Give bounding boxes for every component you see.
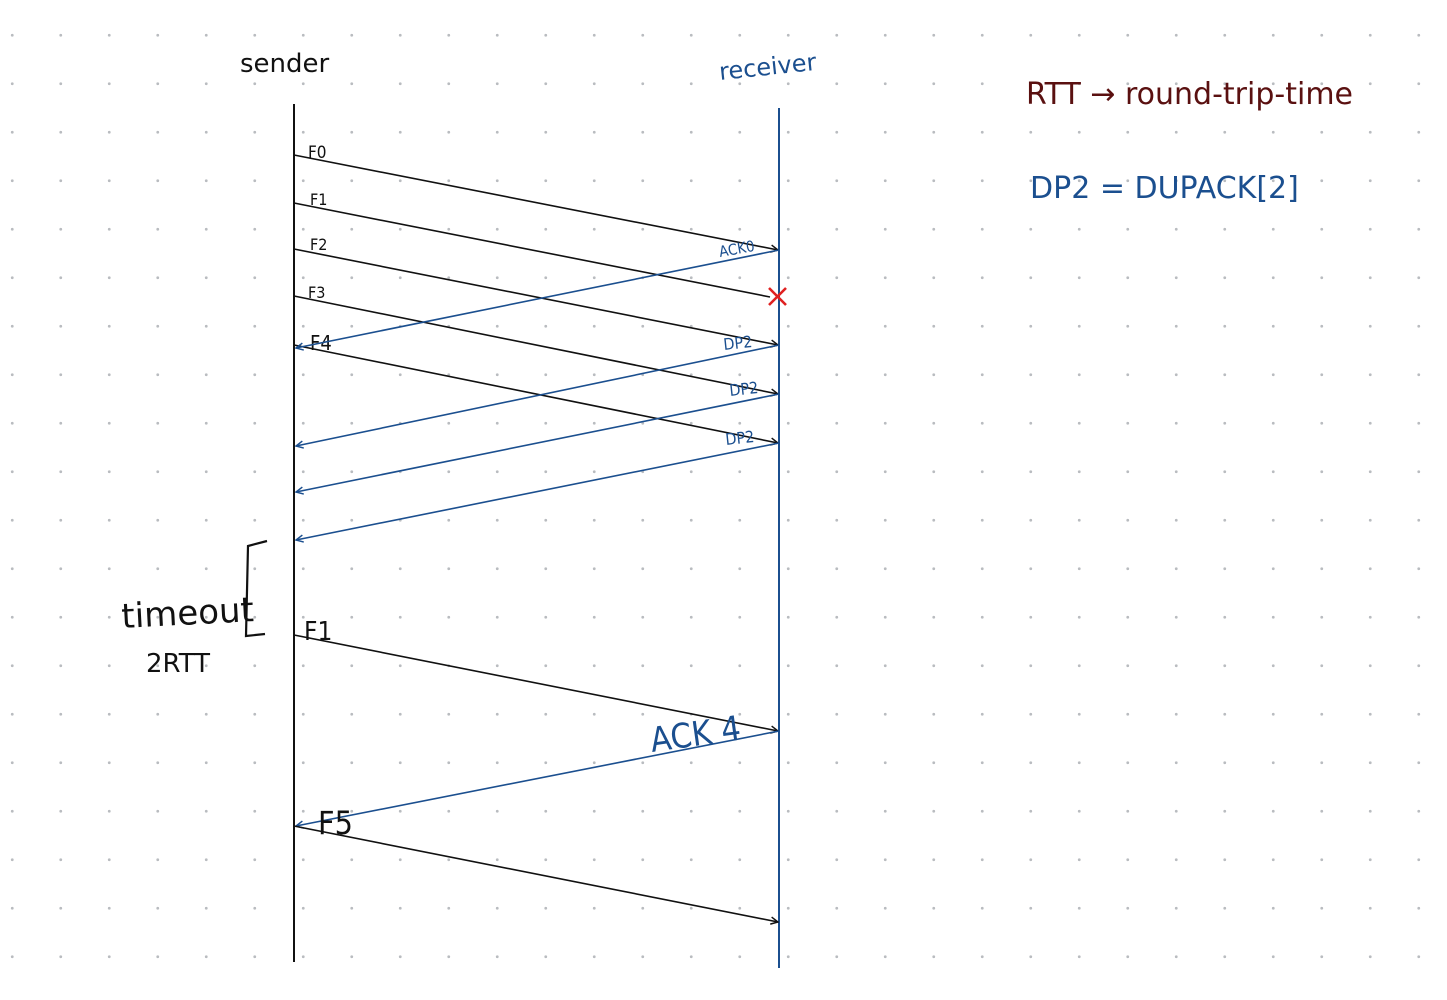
message-ack4	[296, 730, 780, 826]
timeout-bracket	[244, 539, 268, 638]
message-ack0	[296, 249, 780, 348]
message-f1-retransmit	[293, 634, 778, 731]
message-f2	[293, 248, 778, 345]
receiver-label: receiver	[718, 48, 818, 86]
message-f0-label: F0	[308, 143, 327, 163]
timeout-duration-label: 2RTT	[146, 649, 210, 679]
dupack-definition-note: DP2 = DUPACK[2]	[1030, 171, 1299, 206]
rtt-definition-note: RTT → round-trip-time	[1026, 77, 1353, 112]
message-f3-label: F3	[308, 283, 325, 302]
message-f1-retransmit-label: F1	[304, 617, 332, 647]
message-ack0-label: ACK0	[718, 237, 756, 261]
loss-x-icon	[768, 287, 787, 306]
sender-label: sender	[240, 49, 330, 79]
message-dupack-1	[296, 344, 780, 446]
message-dupack-3	[296, 442, 780, 540]
message-dupack-3-label: DP2	[724, 427, 755, 449]
message-f5	[293, 825, 778, 922]
message-dupack-2	[296, 393, 780, 492]
message-f1-lost	[293, 202, 771, 298]
message-dupack-1-label: DP2	[722, 332, 753, 354]
message-f1-label: F1	[310, 190, 327, 209]
timeout-label: timeout	[120, 590, 254, 637]
message-f2-label: F2	[310, 235, 327, 254]
message-f5-label: F5	[318, 804, 353, 842]
message-f3	[293, 295, 778, 394]
message-ack4-label: ACK 4	[648, 709, 744, 761]
message-f0	[293, 154, 778, 250]
message-f4	[293, 344, 778, 443]
message-dupack-2-label: DP2	[728, 378, 759, 400]
